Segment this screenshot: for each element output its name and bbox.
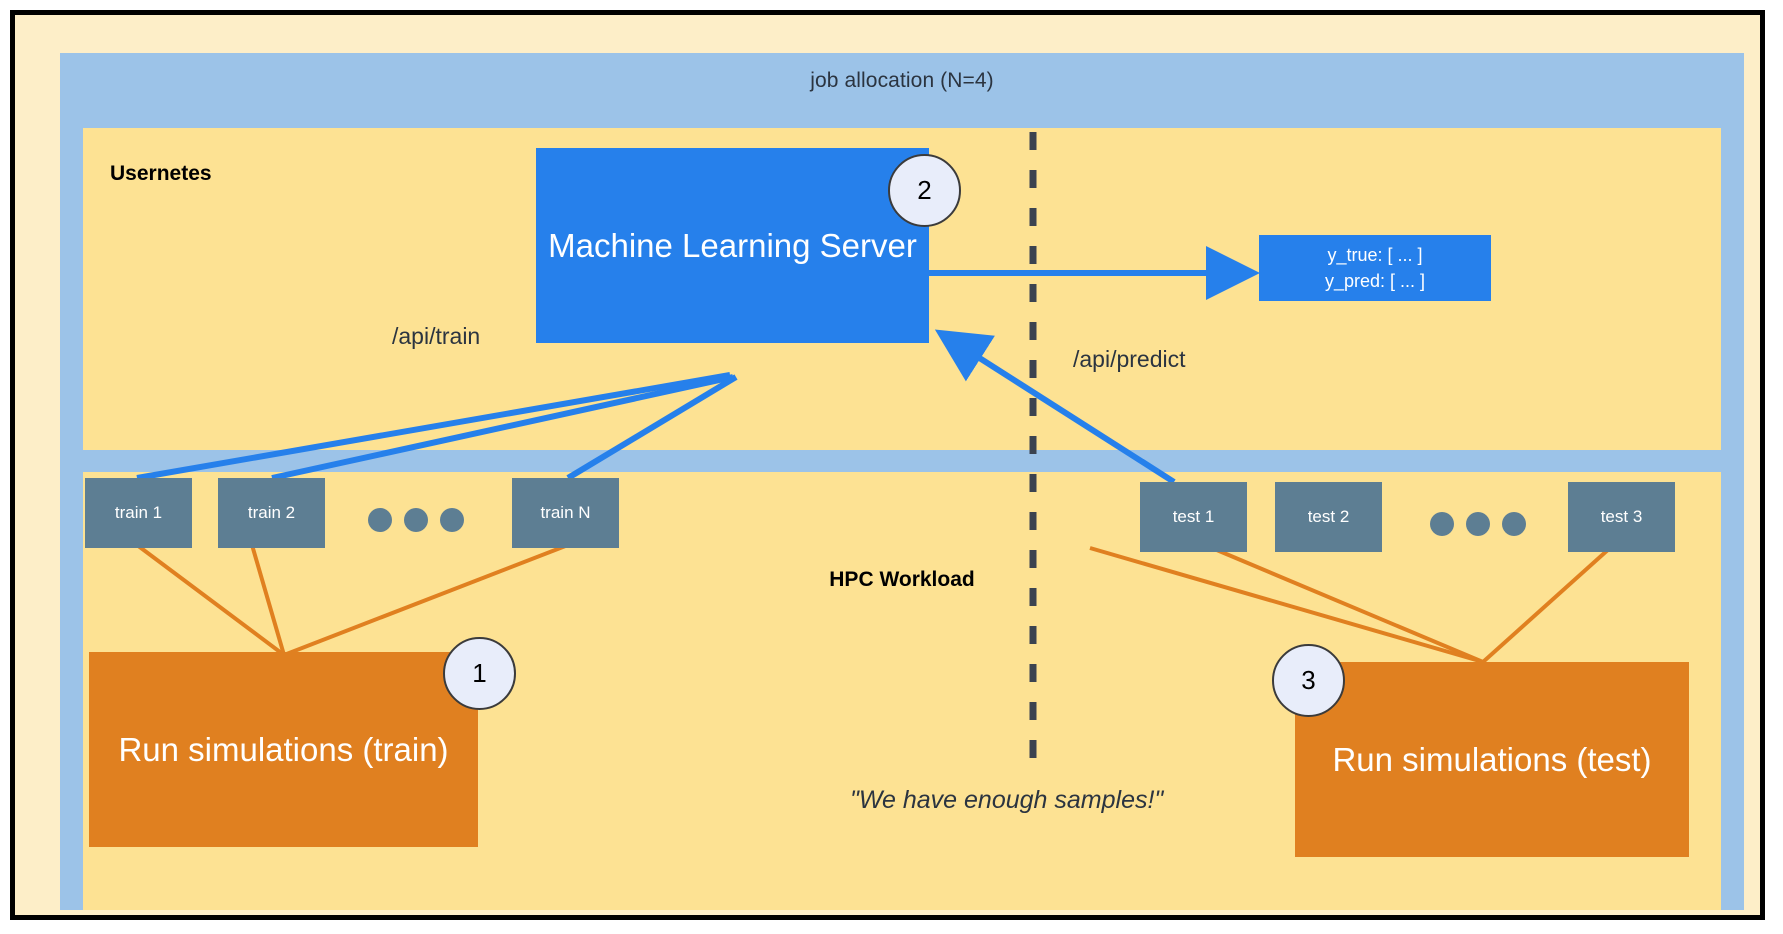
usernetes-label: Usernetes: [110, 162, 212, 185]
run-simulations-test-node[interactable]: Run simulations (test): [1295, 662, 1689, 857]
dot-icon: [1502, 512, 1526, 536]
y-values-box[interactable]: y_true: [ ... ] y_pred: [ ... ]: [1259, 235, 1491, 301]
node-train-2[interactable]: train 2: [218, 478, 325, 548]
node-train-1[interactable]: train 1: [85, 478, 192, 548]
train-ellipsis-dots: [368, 508, 464, 532]
machine-learning-server-node[interactable]: Machine Learning Server: [536, 148, 929, 343]
y-pred-line: y_pred: [ ... ]: [1324, 271, 1426, 291]
test-ellipsis-dots: [1430, 512, 1526, 536]
job-allocation-label: job allocation (N=4): [810, 69, 994, 92]
run-simulations-train-node[interactable]: Run simulations (train): [89, 652, 478, 847]
api-train-label: /api/train: [392, 323, 481, 349]
dot-icon: [1430, 512, 1454, 536]
quote-text: "We have enough samples!": [850, 786, 1164, 814]
step-badge-1: 1: [443, 637, 516, 710]
step-badge-3: 3: [1272, 644, 1345, 717]
hpc-workload-label: HPC Workload: [829, 568, 975, 591]
node-train-n[interactable]: train N: [512, 478, 619, 548]
y-true-line: y_true: [ ... ]: [1327, 244, 1423, 265]
step-badge-2: 2: [888, 154, 961, 227]
api-predict-label: /api/predict: [1073, 346, 1186, 372]
node-test-1[interactable]: test 1: [1140, 482, 1247, 552]
node-test-3[interactable]: test 3: [1568, 482, 1675, 552]
dot-icon: [404, 508, 428, 532]
dot-icon: [368, 508, 392, 532]
dot-icon: [440, 508, 464, 532]
node-test-2[interactable]: test 2: [1275, 482, 1382, 552]
dot-icon: [1466, 512, 1490, 536]
